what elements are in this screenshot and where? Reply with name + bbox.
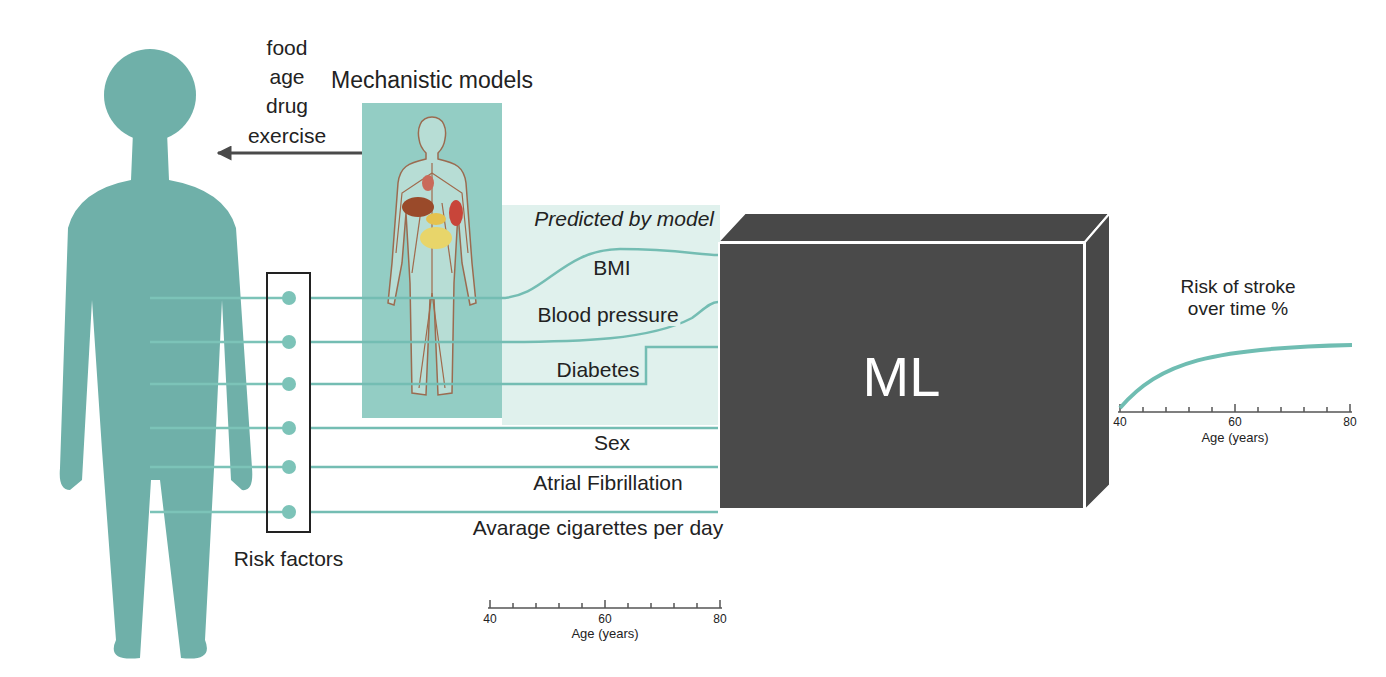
input-label: food	[267, 36, 308, 60]
risk-factor-connector	[311, 249, 718, 298]
drawing-part	[150, 427, 289, 430]
factor-label: Blood pressure	[535, 303, 680, 326]
double-arrow	[218, 152, 386, 155]
drawing-part	[60, 132, 253, 659]
axis-label: Age (years)	[1201, 431, 1268, 446]
drawing-part	[150, 297, 289, 300]
heart	[422, 175, 434, 191]
risk-curve	[1120, 345, 1352, 408]
curve-title: Risk of stroke over time %	[1163, 276, 1313, 320]
axis-label: 80	[713, 613, 726, 627]
drawing-part	[1085, 213, 1110, 510]
drawing-part	[150, 511, 289, 514]
intestine	[420, 227, 452, 249]
drawing-part	[104, 49, 196, 141]
factor-label: Atrial Fibrillation	[531, 471, 684, 494]
risk-factor-connector	[311, 511, 718, 514]
drawing-part	[1349, 404, 1351, 412]
risk-factor-dot	[282, 421, 296, 435]
risk-factor-dot	[282, 505, 296, 519]
age-axis	[488, 600, 722, 608]
ml-box-3d-faces	[718, 213, 1110, 510]
drawing-part	[150, 341, 289, 344]
body-illustration	[362, 103, 502, 418]
drawing-part	[1165, 407, 1167, 412]
axis-label: 40	[1113, 416, 1126, 430]
risk-factor-connector	[311, 466, 718, 469]
risk-factor-dot	[282, 377, 296, 391]
drawing-part	[719, 600, 721, 608]
node-title: Predicted by model	[502, 205, 720, 231]
axis-label: 40	[483, 613, 496, 627]
ml-box: ML	[718, 242, 1085, 510]
axis-label: 80	[1343, 416, 1356, 430]
risk-factor-dot	[282, 291, 296, 305]
node-title: Mechanistic models	[327, 64, 537, 97]
drawing-part	[1234, 404, 1236, 412]
body-outline	[388, 117, 476, 395]
axis-label: Age (years)	[571, 627, 638, 642]
drawing-part	[1303, 407, 1305, 412]
drawing-part	[489, 600, 491, 608]
spleen	[449, 200, 463, 226]
drawing-part	[1326, 407, 1328, 412]
blood-vessel	[419, 293, 432, 388]
factor-label: Diabetes	[555, 358, 642, 381]
risk-factor-dot	[282, 460, 296, 474]
drawing-part	[1142, 407, 1144, 412]
model-box: Mechanistic models	[362, 103, 502, 418]
blood-vessel	[432, 293, 445, 388]
risk-factor-connector	[311, 427, 718, 430]
drawing-part	[650, 603, 652, 608]
drawing-part	[1280, 407, 1282, 412]
axis-label: 60	[1228, 416, 1241, 430]
drawing-part	[1257, 407, 1259, 412]
drawing-part	[627, 603, 629, 608]
drawing-part	[673, 603, 675, 608]
stomach	[426, 213, 446, 225]
node-title: ML	[720, 344, 1083, 409]
drawing-part	[696, 603, 698, 608]
risk-curve-axis	[1118, 404, 1352, 412]
liver	[402, 197, 434, 217]
person-silhouette	[60, 49, 253, 659]
risk-factor-box: Risk factors	[266, 272, 311, 533]
drawing-part	[1188, 407, 1190, 412]
factor-label: BMI	[591, 256, 632, 279]
drawing-part	[535, 603, 537, 608]
factor-label: Sex	[592, 431, 632, 454]
drawing-part	[718, 213, 1110, 242]
input-label: exercise	[248, 124, 326, 148]
input-label: drug	[266, 94, 308, 118]
factor-label: Avarage cigarettes per day	[471, 516, 726, 539]
drawing-part	[604, 600, 606, 608]
risk-factor-connector	[311, 302, 718, 342]
drawing-part	[581, 603, 583, 608]
drawing-part	[150, 383, 289, 386]
node-title: Risk factors	[234, 547, 344, 571]
drawing-part	[558, 603, 560, 608]
risk-factor-dot	[282, 335, 296, 349]
input-label: age	[269, 65, 304, 89]
drawing-part	[512, 603, 514, 608]
drawing-part	[1211, 407, 1213, 412]
risk-factor-lines	[150, 298, 289, 512]
axis-label: 60	[598, 613, 611, 627]
risk-factor-connector	[311, 347, 718, 384]
drawing-part	[150, 466, 289, 469]
